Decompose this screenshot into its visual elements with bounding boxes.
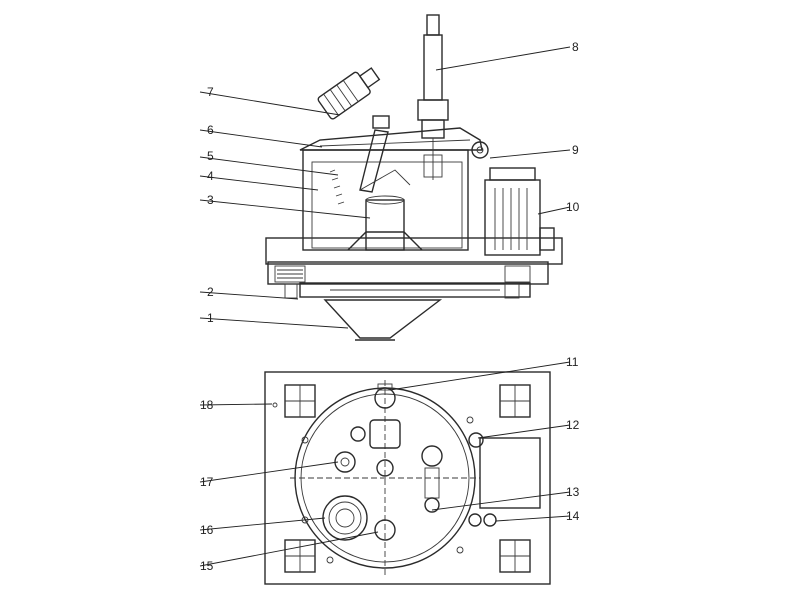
main-motor <box>484 179 541 256</box>
central-hub <box>365 199 405 251</box>
leader-lines <box>199 46 571 567</box>
anchor-pad-tl <box>284 384 316 418</box>
callout-7: 7 <box>207 85 214 99</box>
base-frame <box>299 282 531 298</box>
scraper-arm <box>359 129 389 193</box>
callout-12: 12 <box>566 418 580 432</box>
callout-4: 4 <box>207 169 214 183</box>
callout-17: 17 <box>200 475 214 489</box>
lifting-cylinder <box>423 34 443 101</box>
anchor-pad-bl <box>284 539 316 573</box>
lid-hinge <box>471 141 489 159</box>
housing-lid <box>299 127 483 151</box>
feed-port <box>374 387 396 409</box>
front-elevation-view <box>265 14 563 341</box>
scraper-motor <box>317 67 381 120</box>
callout-3: 3 <box>207 193 214 207</box>
callout-15: 15 <box>200 559 214 573</box>
cylinder-cap <box>426 14 440 36</box>
lower-housing <box>267 261 549 285</box>
scraper-motor-plan <box>369 419 401 449</box>
manhole <box>322 495 368 541</box>
plan-view <box>264 371 551 585</box>
callout-6: 6 <box>207 123 214 137</box>
discharge-cone <box>323 299 443 339</box>
callout-2: 2 <box>207 285 214 299</box>
anchor-pad-br <box>499 539 531 573</box>
callout-1: 1 <box>207 311 214 325</box>
callout-5: 5 <box>207 149 214 163</box>
callout-labels: 1 2 3 4 5 6 7 8 9 10 11 12 13 14 18 17 1… <box>200 40 580 573</box>
callout-16: 16 <box>200 523 214 537</box>
base-plate <box>264 371 551 585</box>
callout-9: 9 <box>572 143 579 157</box>
callout-18: 18 <box>200 398 214 412</box>
callout-13: 13 <box>566 485 580 499</box>
motor-mount-plan <box>479 437 541 509</box>
callout-8: 8 <box>572 40 579 54</box>
callout-10: 10 <box>566 200 580 214</box>
callout-11: 11 <box>566 355 579 369</box>
cip-port <box>374 519 396 541</box>
callout-14: 14 <box>566 509 580 523</box>
anchor-pad-tr <box>499 384 531 418</box>
mid-frame <box>265 237 563 265</box>
